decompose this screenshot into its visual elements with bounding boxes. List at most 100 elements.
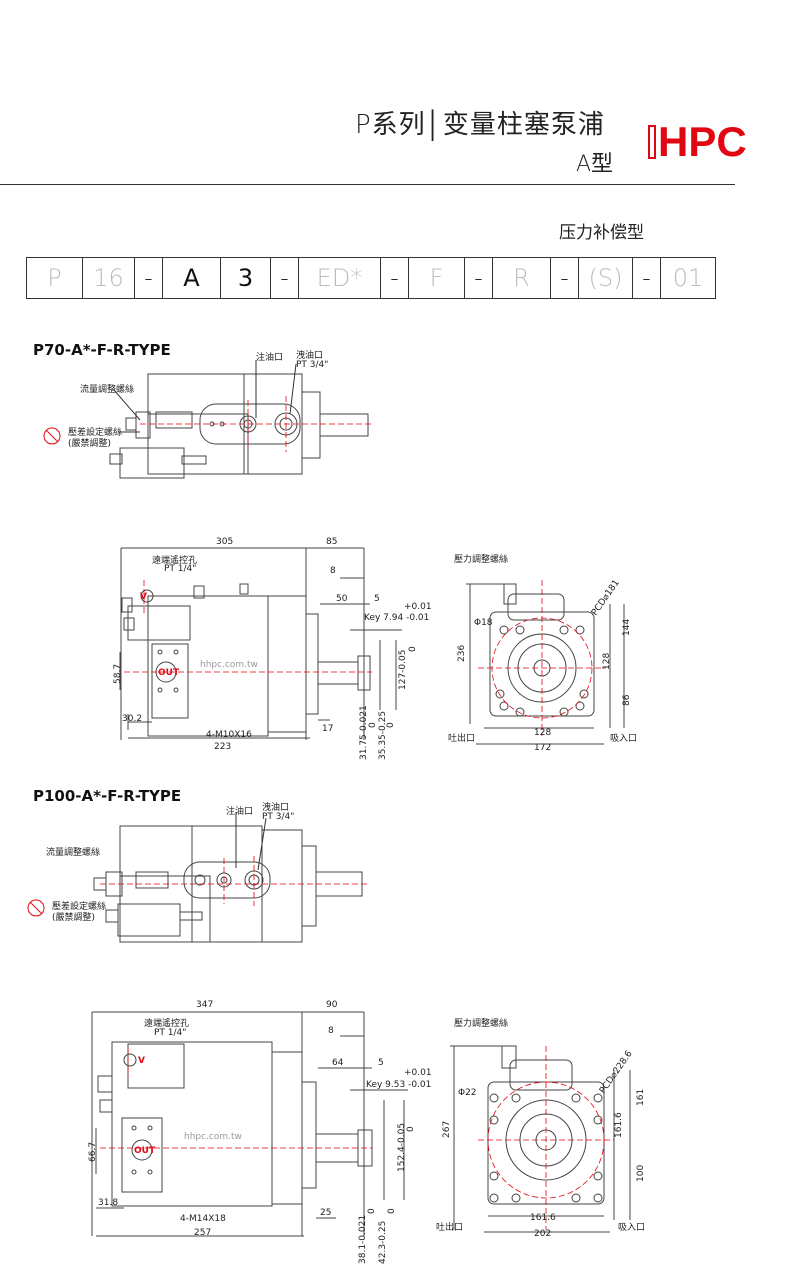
p100-label-pressure-set-note: (嚴禁調整)	[52, 913, 96, 923]
p70-side-view	[109, 360, 369, 479]
p100-dim: +0.01	[404, 1068, 432, 1078]
p70-dim: 128	[534, 728, 552, 738]
code-cell: (S)	[579, 258, 633, 298]
p100-side-view	[93, 812, 363, 943]
p100-label-inlet: 吸入口	[618, 1223, 646, 1233]
p100-dim: 267	[442, 1120, 452, 1138]
p70-dim: 305	[216, 537, 234, 547]
code-cell: -	[465, 258, 493, 298]
p100-dim: 38.1-0.021	[358, 1214, 368, 1264]
p100-dim: 64	[332, 1058, 344, 1068]
p100-dim: 8	[328, 1026, 334, 1036]
page-subtitle: A型	[576, 152, 614, 177]
p100-dim: 161.6	[530, 1213, 556, 1223]
p70-label-outlet: 吐出口	[448, 734, 476, 744]
p70-front-view	[119, 547, 402, 740]
header-divider	[0, 184, 735, 185]
p100-dim: 161.6	[614, 1112, 624, 1138]
p100-label-inlet-oil: 注油口	[226, 807, 254, 817]
p70-label-pressure-set: 壓差設定螺絲	[68, 428, 123, 438]
p70-label-remote: 遠端遙控孔	[152, 556, 198, 566]
p70-dim: 8	[330, 566, 336, 576]
p70-dim: 127-0.05	[398, 649, 408, 690]
p70-label-inlet: 吸入口	[610, 734, 638, 744]
p100-label-flow-screw: 流量調整螺絲	[46, 848, 101, 858]
p100-watermark: hhpc.com.tw	[184, 1132, 242, 1142]
p70-section-title: P70-A*-F-R-TYPE	[33, 341, 171, 359]
code-cell: 01	[672, 264, 704, 292]
p70-label-out: OUT	[158, 668, 180, 678]
p70-watermark: hhpc.com.tw	[200, 660, 258, 670]
code-cell: ED*	[299, 258, 381, 298]
p70-dim: 50	[336, 594, 348, 604]
p100-dim: 66.7	[88, 1141, 98, 1162]
subtype-label: 压力补偿型	[559, 223, 644, 243]
p100-label-v: V	[138, 1056, 145, 1066]
code-cell: 3	[221, 258, 271, 298]
p70-dim: 17	[322, 724, 334, 734]
p100-section-title: P100-A*-F-R-TYPE	[33, 787, 182, 805]
p100-dim: 42.3-0.25	[378, 1220, 388, 1264]
p100-dim: 90	[326, 1000, 338, 1010]
p100-dim: 0	[406, 1126, 416, 1132]
p70-label-drain: 洩油口	[296, 351, 324, 361]
p70-label-inlet-oil: 注油口	[256, 353, 284, 363]
p70-dim: 85	[326, 537, 338, 547]
p70-dim: 0	[386, 722, 396, 728]
p100-label-out: OUT	[134, 1146, 156, 1156]
p70-dim: 0	[408, 646, 418, 652]
p100-label-bolt: 4-M14X18	[180, 1214, 226, 1224]
code-cell: R	[493, 258, 551, 298]
code-cell: -	[551, 258, 579, 298]
code-cell: 16	[83, 258, 135, 298]
p70-label-v: V	[140, 592, 147, 602]
logo-mark-icon	[648, 125, 656, 159]
logo-text: HPC	[658, 118, 747, 165]
p100-dim: Φ22	[458, 1088, 477, 1098]
p70-dim: 128	[602, 652, 612, 670]
p100-dim: 257	[194, 1228, 212, 1238]
p100-dim: 202	[534, 1229, 552, 1239]
p70-dim: +0.01	[404, 602, 432, 612]
p100-label-outlet: 吐出口	[436, 1223, 464, 1233]
p70-dim: 236	[457, 644, 467, 662]
p100-label-drain-pt: PT 3/4"	[262, 812, 295, 822]
page-title: P系列│变量柱塞泵浦	[355, 110, 605, 140]
p70-label-pressure-set-note: (嚴禁調整)	[68, 439, 112, 449]
p100-dim: 100	[636, 1164, 646, 1182]
p70-dim: Key 7.94 -0.01	[364, 613, 430, 623]
p100-dim: 25	[320, 1208, 332, 1218]
p100-dim: 31.8	[98, 1198, 119, 1208]
p100-end-view	[450, 1045, 631, 1233]
p70-dim: 5	[374, 594, 380, 604]
p70-dim: 223	[214, 742, 232, 752]
code-cell: P	[27, 258, 83, 298]
model-code-table: P 16 - A 3 - ED* - F - R - (S) - 01	[26, 257, 716, 299]
hpc-logo: HPC	[648, 118, 747, 166]
p100-dim: 161	[636, 1088, 646, 1106]
p70-label-bolt: 4-M10X16	[206, 730, 252, 740]
p100-dim: 0	[387, 1208, 397, 1214]
p70-dim: 30.2	[122, 714, 143, 724]
p100-label-remote-pt: PT 1/4"	[154, 1028, 187, 1038]
p100-dim: 5	[378, 1058, 384, 1068]
p100-dim: 0	[367, 1208, 377, 1214]
p70-dim: 31.75-0.021	[359, 705, 369, 760]
p100-label-pressure-adj: 壓力調整螺絲	[454, 1019, 509, 1029]
p100-label-drain: 洩油口	[262, 803, 290, 813]
p70-dim: Φ18	[474, 618, 493, 628]
p70-dim: 172	[534, 743, 552, 753]
code-cell: F	[409, 258, 465, 298]
code-cell: -	[135, 258, 163, 298]
p100-front-view	[91, 1011, 408, 1237]
p70-dim: 0	[368, 722, 378, 728]
p100-dim: Key 9.53 -0.01	[366, 1080, 432, 1090]
p100-label-pressure-set: 壓差設定螺絲	[52, 902, 107, 912]
code-cell: A	[163, 258, 221, 298]
p100-label-remote: 遠端遙控孔	[144, 1019, 190, 1029]
p70-label-flow-screw: 流量調整螺絲	[80, 385, 135, 395]
p100-dim: 347	[196, 1000, 214, 1010]
p70-dim: 58.7	[113, 663, 123, 684]
p70-dim: 86	[622, 694, 632, 706]
